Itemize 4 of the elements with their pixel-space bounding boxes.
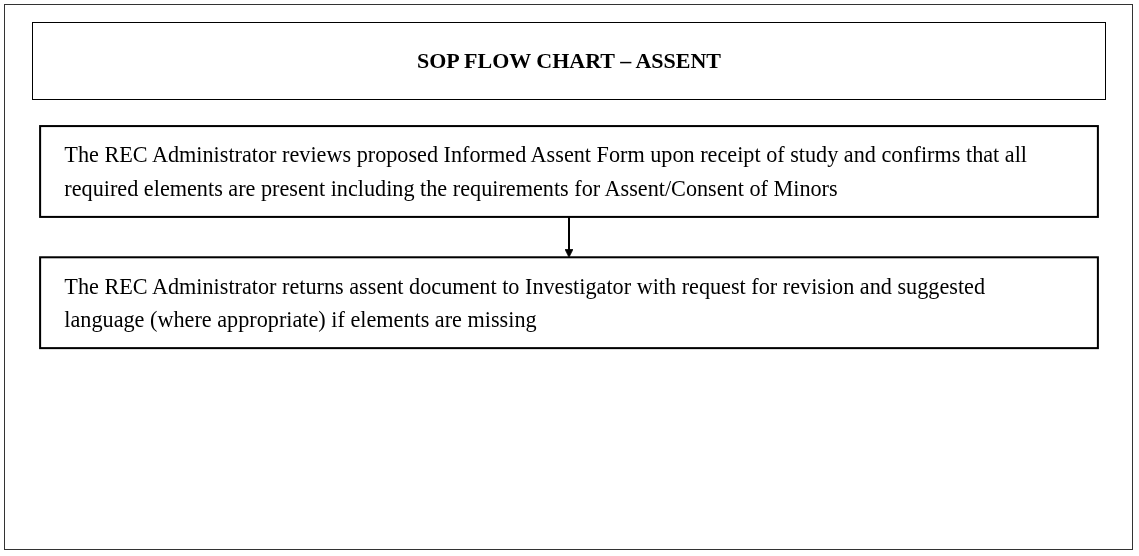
node-box: The REC Administrator returns assent document to Investigator with request for revision and suggested language (where appropriate) if elements are missing (39, 256, 1099, 350)
arrow (564, 216, 574, 258)
title: SOP FLOW CHART – ASSENT (416, 48, 722, 74)
node-box: The REC Administrator reviews proposed Informed Assent Form upon receipt of study and confirms that all required elements are present including the requirements for Assent/Consent of Minors (39, 125, 1099, 218)
